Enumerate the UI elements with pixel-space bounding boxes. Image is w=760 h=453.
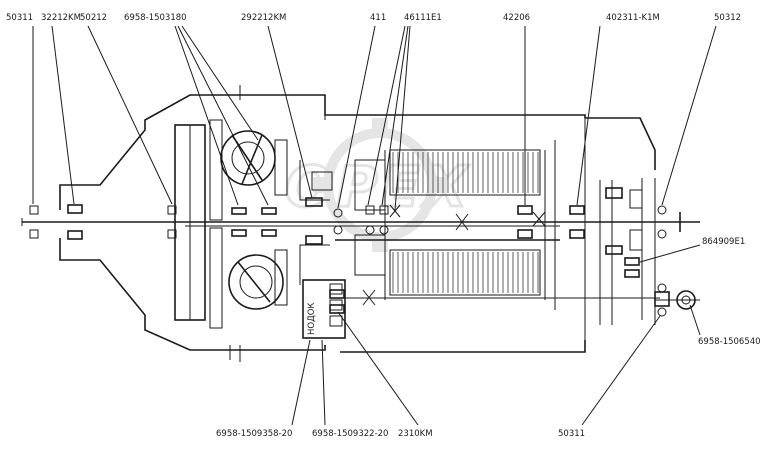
bearing-50212 <box>167 205 177 239</box>
torque-converter <box>174 119 288 329</box>
bearing-864909e1 <box>624 257 640 278</box>
bearing-402311-k1m <box>569 205 585 239</box>
label-42206: 42206 <box>503 13 530 23</box>
label-2310km: 2310KM <box>398 429 433 439</box>
label-864909e1: 864909E1 <box>702 237 745 247</box>
label-6958-1503180: 6958-1503180 <box>124 13 187 23</box>
lower-shaft <box>335 239 660 299</box>
bearing-32212km <box>67 204 83 240</box>
part-labels: 50311 32212KM 50212 6958-1503180 292212K… <box>6 13 760 439</box>
label-6958-1506540: 6958-1506540 <box>698 337 760 347</box>
label-402311-k1m: 402311-K1M <box>606 13 660 23</box>
label-6958-1509322-20: 6958-1509322-20 <box>312 429 388 439</box>
bearing-411 <box>333 208 343 235</box>
bearing-42206 <box>517 205 533 239</box>
label-50212: 50212 <box>80 13 107 23</box>
label-50312: 50312 <box>714 13 741 23</box>
oil-pump-block: НОДОК <box>302 279 346 339</box>
bearing-292212km <box>305 171 333 245</box>
output-gearing <box>599 178 700 325</box>
label-46111e1: 46111E1 <box>404 13 442 23</box>
leader-lines <box>32 25 717 426</box>
bearing-50312 <box>657 205 667 239</box>
clutch-pack-lower <box>389 249 541 296</box>
label-292212km: 292212KM <box>241 13 286 23</box>
label-6958-1509358-20: 6958-1509358-20 <box>216 429 292 439</box>
bearing-6958-1503180 <box>231 207 277 237</box>
main-shaft <box>21 212 700 232</box>
label-50311-top: 50311 <box>6 13 33 23</box>
label-411: 411 <box>370 13 386 23</box>
clutch-pack-upper <box>389 149 541 196</box>
pump-vertical-label: НОДОК <box>307 303 317 335</box>
bearing-50311-left <box>29 205 39 239</box>
label-50311-bottom: 50311 <box>558 429 585 439</box>
clutch-crosses <box>362 204 546 306</box>
label-32212km: 32212KM <box>41 13 81 23</box>
housing-outline <box>59 85 656 362</box>
